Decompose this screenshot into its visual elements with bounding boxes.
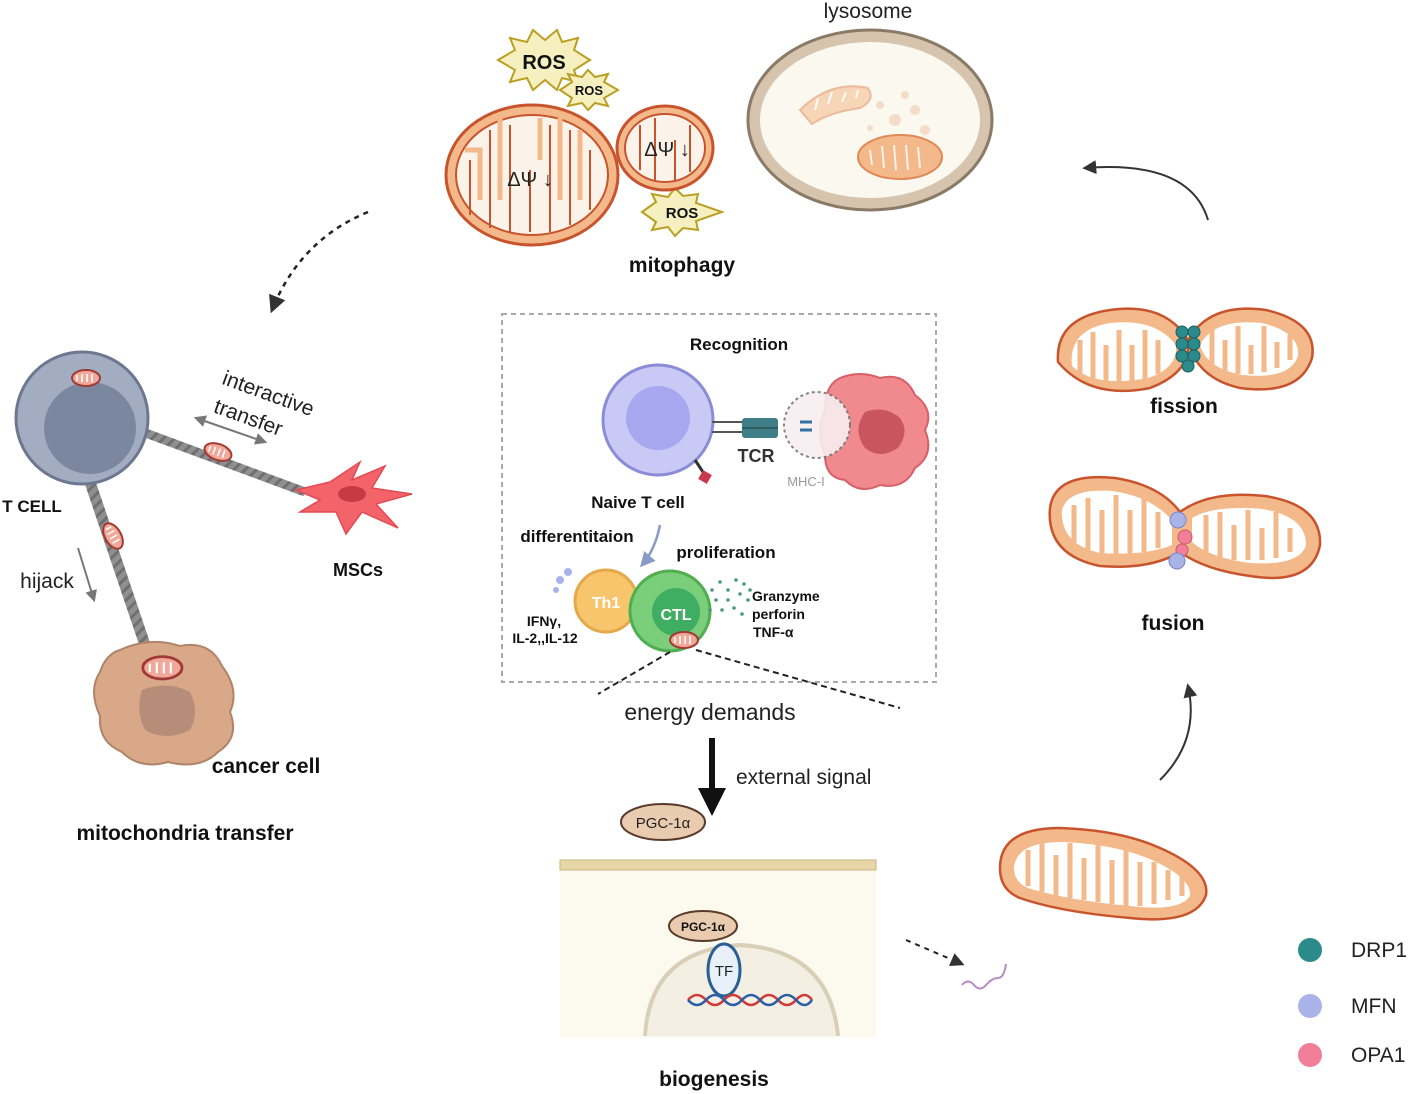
legend-swatch-mfn — [1298, 994, 1322, 1018]
ros-big-label: ROS — [522, 52, 565, 74]
lysosome-inner — [760, 42, 980, 198]
mitophagy-label: mitophagy — [629, 254, 735, 277]
legend-swatch-opa1 — [1298, 1043, 1322, 1067]
tnf-label: TNF-α — [753, 624, 794, 640]
ctl-nucleus — [652, 588, 700, 636]
mitochondria-transfer-group: T CELL interactive transfer MSCs hijack … — [2, 350, 413, 845]
zoom-line-right — [695, 649, 901, 709]
proliferation-label: proliferation — [676, 543, 775, 562]
mrna-wave — [961, 963, 1007, 990]
pgc-outer — [620, 803, 706, 841]
differentiation-label: differentitaion — [520, 527, 633, 546]
tcr-label: TCR — [738, 446, 775, 466]
external-signal-label: external signal — [736, 766, 871, 789]
differentiation-arrow — [640, 524, 662, 568]
tcr-stalks — [712, 421, 742, 433]
energy-demands-label: energy demands — [624, 699, 795, 725]
recognition-box — [501, 313, 937, 683]
legend-item-mfn: MFN — [1298, 994, 1397, 1018]
arrow-to-mrna — [905, 939, 965, 967]
fusion-group: fusion — [1048, 475, 1322, 635]
naive-t-cell-nucleus — [626, 386, 690, 450]
mhc-complex — [800, 420, 812, 432]
ros-small-label: ROS — [575, 83, 604, 98]
cancer-cell-nucleus — [139, 685, 195, 736]
arrow-mitophagy-to-transfer — [269, 210, 369, 314]
legend-item-opa1: OPA1 — [1298, 1043, 1405, 1067]
mfn-bottom — [1168, 552, 1186, 570]
arrow-fission-to-lysosome — [1082, 160, 1209, 221]
pgc-inner — [668, 910, 738, 942]
nanotube-cancer — [84, 480, 151, 647]
opa1-mid1 — [1177, 529, 1193, 545]
tumor-cell-nucleus — [858, 409, 905, 454]
degrading-mitochondrion-small — [798, 85, 872, 126]
mscs-label: MSCs — [333, 560, 383, 580]
tf-label: TF — [715, 963, 733, 980]
legend-label-mfn: MFN — [1351, 995, 1397, 1018]
perforin-label: perforin — [752, 606, 805, 622]
cytokines-line2: IL-2,,IL-12 — [512, 630, 578, 646]
th1-label: Th1 — [592, 595, 621, 612]
cancer-cell-label: cancer cell — [212, 755, 321, 778]
mfn-top — [1169, 511, 1187, 529]
lysosome-group: lysosome — [746, 0, 994, 212]
hijack-label: hijack — [20, 570, 74, 593]
interactive-transfer-arrow — [193, 415, 268, 445]
granzyme-label: Granzyme — [752, 588, 820, 604]
recognition-label: Recognition — [690, 335, 788, 354]
granule-dots — [708, 578, 752, 616]
legend-swatch-drp1 — [1298, 938, 1322, 962]
fusion-label: fusion — [1142, 612, 1205, 635]
nucleus-envelope — [643, 942, 840, 1037]
damaged-mitochondrion-small: ΔΨ ↓ — [615, 104, 715, 192]
cytokines-line1: IFNγ, — [527, 613, 561, 629]
new-mitochondrion — [998, 826, 1208, 921]
recognition-group: Recognition TCR MHC-I Naive T cell diffe… — [512, 335, 930, 653]
dna-strand-blue — [687, 993, 814, 1007]
delta-psi-right: ΔΨ ↓ — [644, 139, 690, 161]
mitophagy-group: ROS ROS ROS ΔΨ ↓ ΔΨ ↓ mitophagy — [444, 28, 735, 277]
arrow-mito-to-fusion — [1159, 683, 1198, 781]
mhc-dotted-circle — [783, 391, 851, 459]
biogenesis-label: biogenesis — [659, 1068, 769, 1091]
drp1-ring — [1175, 325, 1201, 373]
tf-factor — [706, 942, 742, 998]
t-cell-label: T CELL — [2, 497, 62, 516]
legend: DRP1 MFN OPA1 — [1298, 938, 1407, 1067]
pgc-outer-label: PGC-1α — [636, 815, 691, 832]
fission-group: fission — [1056, 307, 1314, 418]
cell-membrane — [559, 859, 877, 871]
damaged-mitochondrion-large: ΔΨ ↓ — [444, 103, 620, 247]
ctl-label: CTL — [660, 607, 691, 624]
mhc-label: MHC-I — [787, 474, 825, 489]
delta-psi-left: ΔΨ ↓ — [507, 169, 553, 191]
dna-strand-red — [687, 993, 814, 1007]
ros-star-small: ROS — [558, 68, 621, 112]
hijack-arrow — [77, 547, 97, 603]
ros-bottom-label: ROS — [666, 205, 699, 222]
cytokine-dots — [556, 576, 564, 584]
ros-star-bottom: ROS — [640, 186, 726, 238]
lysosome-label: lysosome — [824, 0, 913, 23]
legend-item-drp1: DRP1 — [1298, 938, 1407, 962]
naive-t-cell-label: Naive T cell — [591, 493, 685, 512]
ros-star-big: ROS — [496, 28, 592, 92]
t-cell-nucleus — [44, 382, 136, 474]
zoom-line-left — [597, 651, 671, 695]
legend-label-drp1: DRP1 — [1351, 939, 1407, 962]
biogenesis-group: PGC-1α TF biogenesis — [559, 859, 877, 1091]
fission-label: fission — [1150, 395, 1218, 418]
msc-nucleus — [338, 486, 366, 502]
mito-transfer-label: mitochondria transfer — [76, 822, 293, 845]
degrading-mitochondrion-large — [857, 91, 943, 180]
pgc-inner-label: PGC-1α — [681, 920, 726, 934]
legend-label-opa1: OPA1 — [1351, 1044, 1405, 1067]
